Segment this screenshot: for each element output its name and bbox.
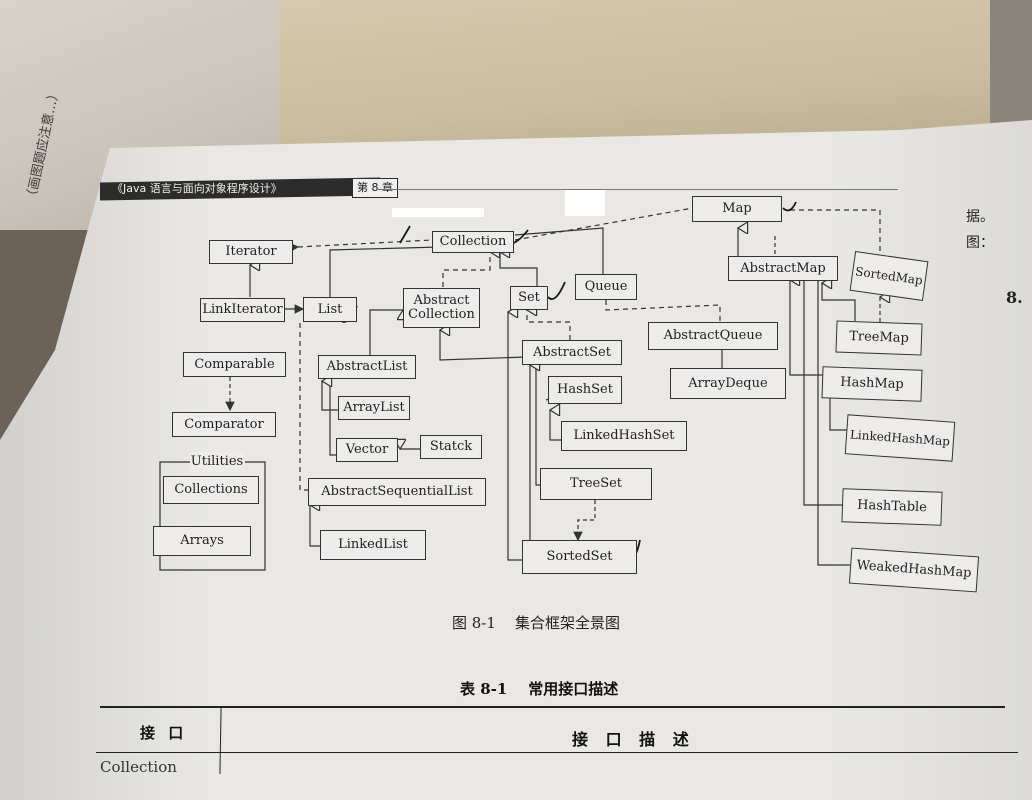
node-linked-hash-map: LinkedHashMap <box>844 414 956 462</box>
right-margin-line2: 图： <box>966 235 994 251</box>
figure-caption: 图 8-1 集合框架全景图 <box>452 614 620 632</box>
table-title: 表 8-1 常用接口描述 <box>460 680 619 698</box>
node-abstract-list: AbstractList <box>318 355 416 379</box>
running-header-title: 《Java 语言与面向对象程序设计》 <box>112 182 282 195</box>
node-statck: Statck <box>420 435 482 459</box>
table-cell-first: Collection <box>100 758 177 776</box>
node-arrays: Arrays <box>153 526 251 556</box>
abstract-collection-line2: Collection <box>408 307 475 322</box>
redaction-mark <box>565 190 605 216</box>
node-queue: Queue <box>575 274 637 300</box>
node-link-iterator: LinkIterator <box>200 298 285 322</box>
textbook-page <box>0 120 1032 800</box>
node-tree-map: TreeMap <box>835 320 923 356</box>
node-sorted-set: SortedSet <box>522 540 637 574</box>
node-utilities-label: Utilities <box>190 452 244 472</box>
table-header-interface: 接 口 <box>140 724 188 742</box>
node-array-deque: ArrayDeque <box>670 368 786 399</box>
node-abstract-map: AbstractMap <box>728 256 838 281</box>
node-set: Set <box>510 286 548 310</box>
node-abstract-queue: AbstractQueue <box>648 322 778 350</box>
node-array-list: ArrayList <box>338 396 410 420</box>
node-abstract-sequential-list: AbstractSequentialList <box>308 478 486 506</box>
right-margin-line3: 8. <box>1006 288 1023 307</box>
abstract-collection-line1: Abstract <box>413 293 470 308</box>
node-comparable: Comparable <box>183 352 286 377</box>
node-iterator: Iterator <box>209 240 293 264</box>
node-hash-map: HashMap <box>821 366 923 402</box>
table-header-description: 接 口 描 述 <box>572 730 695 749</box>
table-header-rule <box>96 752 1018 753</box>
node-hash-table: HashTable <box>841 488 943 526</box>
table-top-rule <box>100 706 1005 708</box>
node-hash-set: HashSet <box>548 376 622 404</box>
background-book-top <box>280 0 1032 150</box>
node-linked-hash-set: LinkedHashSet <box>561 421 687 451</box>
node-linked-list: LinkedList <box>320 530 426 560</box>
node-vector: Vector <box>336 438 398 462</box>
node-map: Map <box>692 196 782 222</box>
node-collection: Collection <box>432 231 514 253</box>
node-abstract-collection: Abstract Collection <box>403 288 480 328</box>
chapter-label: 第 8 章 <box>352 178 398 198</box>
node-collections: Collections <box>163 476 259 504</box>
node-abstract-set: AbstractSet <box>522 340 622 365</box>
redaction-mark <box>392 208 484 217</box>
header-rule <box>378 189 898 190</box>
node-tree-set: TreeSet <box>540 468 652 500</box>
node-comparator: Comparator <box>172 412 276 437</box>
right-margin-line1: 据。 <box>966 209 994 225</box>
node-list: List <box>303 297 357 322</box>
